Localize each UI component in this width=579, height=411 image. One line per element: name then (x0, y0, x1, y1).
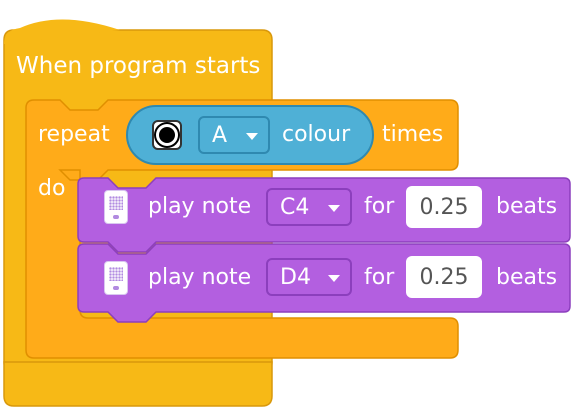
chevron-down-icon (328, 275, 340, 282)
do-label: do (38, 176, 66, 201)
for-label: for (364, 265, 395, 290)
times-label: times (382, 122, 444, 147)
beats-label: beats (496, 265, 558, 290)
duration-input-1[interactable]: 0.25 (406, 186, 482, 228)
hat-label: When program starts (16, 53, 261, 79)
note-value: C4 (280, 194, 310, 220)
duration-input-2[interactable]: 0.25 (406, 256, 482, 298)
note-dropdown-1[interactable]: C4 (266, 188, 352, 226)
port-value: A (212, 122, 228, 148)
for-label: for (364, 194, 395, 219)
beats-label: beats (496, 194, 558, 219)
play-note-label: play note (148, 265, 252, 290)
repeat-label: repeat (38, 122, 110, 147)
hub-icon (104, 261, 128, 295)
chevron-down-icon (246, 133, 258, 140)
play-note-label: play note (148, 194, 252, 219)
duration-value: 0.25 (419, 194, 469, 220)
chevron-down-icon (328, 205, 340, 212)
note-dropdown-2[interactable]: D4 (266, 258, 352, 296)
note-value: D4 (280, 264, 311, 290)
colour-label: colour (282, 122, 351, 147)
port-dropdown[interactable]: A (198, 116, 270, 154)
hub-icon (104, 190, 128, 224)
color-sensor-icon (152, 120, 182, 150)
duration-value: 0.25 (419, 264, 469, 290)
